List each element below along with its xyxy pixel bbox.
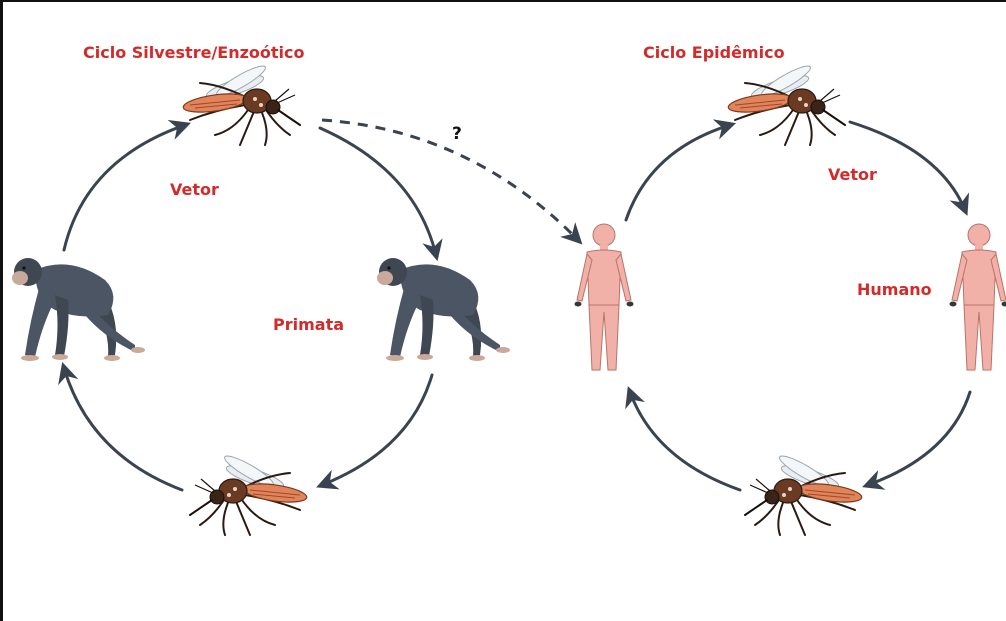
human-icon (575, 224, 634, 370)
sylvatic-cycle-arrows (64, 125, 436, 490)
transition-dashed-arrow (322, 120, 578, 240)
arrow-right-down (868, 392, 970, 485)
epidemic-cycle-title: Ciclo Epidêmico (643, 45, 785, 61)
arrow-bottom-left (630, 392, 740, 490)
arrow-top-right (320, 128, 436, 255)
primate-icon (377, 258, 510, 361)
primate-label: Primata (273, 317, 344, 333)
arrow-left-up (64, 125, 185, 250)
mosquito-icon (190, 452, 308, 535)
arrow-bottom-left (64, 368, 182, 490)
transition-question-mark: ? (452, 126, 462, 143)
sylvatic-vector-label: Vetor (170, 182, 219, 198)
mosquito-icon (182, 62, 300, 145)
human-icon (950, 224, 1006, 370)
arrow-left-up (626, 125, 730, 220)
primate-icon (12, 258, 145, 361)
epidemic-cycle-arrows (626, 122, 970, 490)
human-label: Humano (857, 282, 932, 298)
epidemic-vector-label: Vetor (828, 167, 877, 183)
mosquito-icon (727, 62, 845, 145)
sylvatic-cycle-title: Ciclo Silvestre/Enzoótico (83, 45, 305, 61)
mosquito-icon (745, 452, 863, 535)
arrow-right-down (322, 375, 432, 485)
